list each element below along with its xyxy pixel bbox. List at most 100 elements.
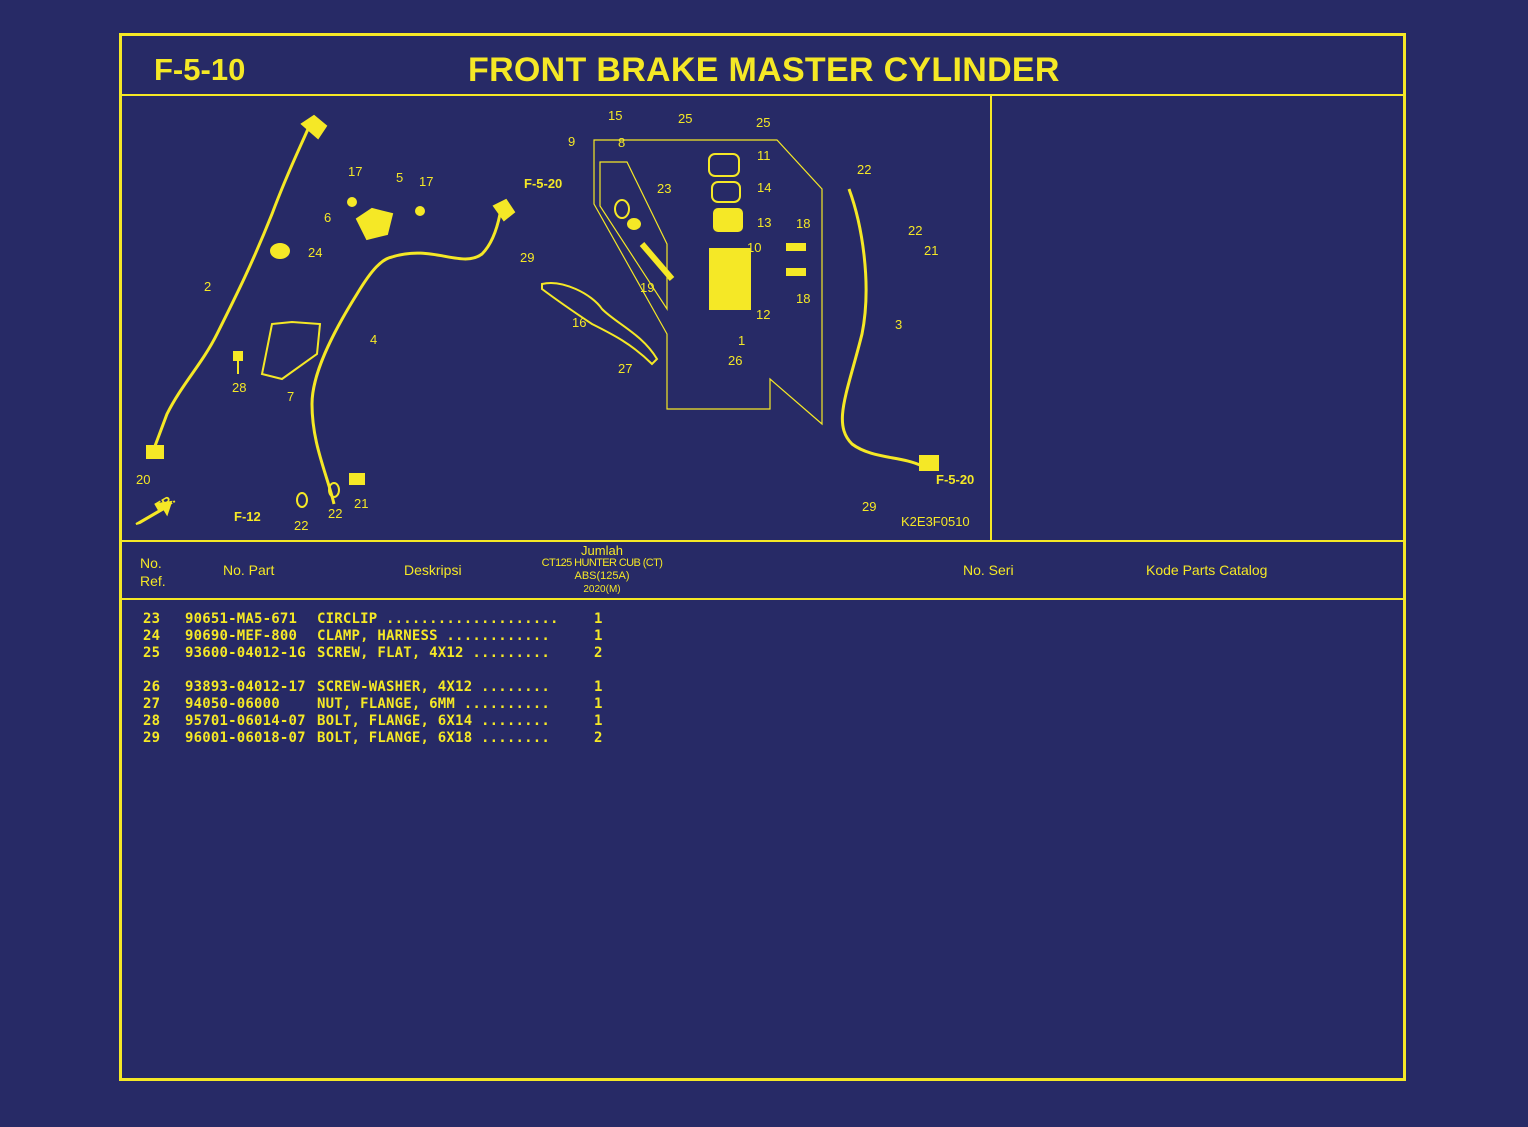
header-qty-year: 2020(M) bbox=[583, 584, 621, 595]
row-qty: 1 bbox=[594, 611, 603, 627]
row-part: 90651-MA5-671 bbox=[185, 611, 298, 627]
fasteners-21-22 bbox=[296, 473, 365, 508]
piston-set bbox=[614, 199, 675, 281]
row-ref: 28 bbox=[143, 713, 161, 729]
header-ref-line1: No. bbox=[140, 555, 162, 571]
header-ref: No. Ref. bbox=[140, 554, 166, 590]
svg-text:22: 22 bbox=[857, 162, 871, 177]
svg-text:15: 15 bbox=[608, 108, 622, 123]
row-part: 96001-06018-07 bbox=[185, 730, 306, 746]
svg-text:21: 21 bbox=[354, 496, 368, 511]
svg-text:24: 24 bbox=[308, 245, 322, 260]
cross-ref-f-5-20: F-5-20 bbox=[936, 472, 974, 487]
svg-text:F-5-20: F-5-20 bbox=[524, 176, 562, 191]
svg-text:17: 17 bbox=[419, 174, 433, 189]
row-part: 93600-04012-1G bbox=[185, 645, 306, 661]
svg-text:2: 2 bbox=[204, 279, 211, 294]
row-ref: 26 bbox=[143, 679, 161, 695]
svg-text:29: 29 bbox=[862, 499, 876, 514]
header-qty-title: Jumlah bbox=[581, 543, 623, 558]
svg-text:11: 11 bbox=[757, 148, 771, 163]
svg-text:12: 12 bbox=[756, 307, 770, 322]
assembly-outline bbox=[593, 139, 823, 426]
svg-text:28: 28 bbox=[232, 380, 246, 395]
table-header: No. Ref. No. Part Deskripsi Jumlah CT125… bbox=[122, 540, 1403, 600]
svg-text:29: 29 bbox=[520, 250, 534, 265]
svg-text:F-12: F-12 bbox=[234, 509, 261, 524]
row-desc: CIRCLIP .................... bbox=[317, 611, 559, 627]
svg-text:3: 3 bbox=[895, 317, 902, 332]
header-kode: Kode Parts Catalog bbox=[1146, 562, 1268, 578]
bracket-5 bbox=[347, 197, 425, 241]
brake-hose-2 bbox=[146, 114, 328, 459]
svg-text:13: 13 bbox=[757, 215, 771, 230]
row-desc: BOLT, FLANGE, 6X14 ........ bbox=[317, 713, 550, 729]
svg-text:21: 21 bbox=[924, 243, 938, 258]
svg-text:10: 10 bbox=[747, 240, 761, 255]
brake-hose-3 bbox=[840, 188, 923, 468]
svg-text:16: 16 bbox=[572, 315, 586, 330]
svg-text:18: 18 bbox=[796, 291, 810, 306]
callout-labels: 17 5 17 6 24 2 4 7 28 20 F-12 22 22 21 2… bbox=[136, 108, 938, 533]
row-desc: SCREW-WASHER, 4X12 ........ bbox=[317, 679, 550, 695]
row-desc: SCREW, FLAT, 4X12 ......... bbox=[317, 645, 550, 661]
svg-text:23: 23 bbox=[657, 181, 671, 196]
front-direction-arrow bbox=[135, 500, 173, 525]
svg-text:5: 5 bbox=[396, 170, 403, 185]
row-ref: 23 bbox=[143, 611, 161, 627]
svg-text:14: 14 bbox=[757, 180, 771, 195]
row-desc: CLAMP, HARNESS ............ bbox=[317, 628, 550, 644]
bolt-18 bbox=[786, 243, 806, 276]
row-part: 95701-06014-07 bbox=[185, 713, 306, 729]
row-part: 94050-06000 bbox=[185, 696, 280, 712]
header-qty-model: CT125 HUNTER CUB (CT) bbox=[541, 557, 663, 569]
row-qty: 1 bbox=[594, 713, 603, 729]
svg-text:6: 6 bbox=[324, 210, 331, 225]
svg-text:1: 1 bbox=[738, 333, 745, 348]
parts-diagram: 17 5 17 6 24 2 4 7 28 20 F-12 22 22 21 2… bbox=[122, 94, 992, 540]
svg-text:17: 17 bbox=[348, 164, 362, 179]
row-desc: BOLT, FLANGE, 6X18 ........ bbox=[317, 730, 550, 746]
header-seri: No. Seri bbox=[963, 562, 1014, 578]
svg-text:18: 18 bbox=[796, 216, 810, 231]
row-part: 90690-MEF-800 bbox=[185, 628, 298, 644]
header-qty-variant: ABS(125A) bbox=[574, 570, 630, 582]
bracket-7 bbox=[260, 320, 322, 381]
row-ref: 25 bbox=[143, 645, 161, 661]
page-title: FRONT BRAKE MASTER CYLINDER bbox=[468, 51, 1060, 89]
header-part: No. Part bbox=[223, 562, 275, 578]
header-desc: Deskripsi bbox=[404, 562, 462, 578]
header-qty: Jumlah CT125 HUNTER CUB (CT) ABS(125A) 2… bbox=[532, 544, 672, 596]
header-ref-line2: Ref. bbox=[140, 573, 166, 589]
svg-text:25: 25 bbox=[756, 115, 770, 130]
row-ref: 24 bbox=[143, 628, 161, 644]
svg-text:7: 7 bbox=[287, 389, 294, 404]
row-ref: 29 bbox=[143, 730, 161, 746]
svg-text:22: 22 bbox=[328, 506, 342, 521]
row-qty: 1 bbox=[594, 696, 603, 712]
row-qty: 1 bbox=[594, 679, 603, 695]
svg-text:9: 9 bbox=[568, 134, 575, 149]
svg-text:27: 27 bbox=[618, 361, 632, 376]
row-desc: NUT, FLANGE, 6MM .......... bbox=[317, 696, 550, 712]
brake-lever-16 bbox=[541, 282, 659, 366]
row-qty: 2 bbox=[594, 730, 603, 746]
row-qty: 1 bbox=[594, 628, 603, 644]
bolt-28 bbox=[233, 351, 243, 374]
svg-text:22: 22 bbox=[908, 223, 922, 238]
svg-text:19: 19 bbox=[640, 280, 654, 295]
svg-text:22: 22 bbox=[294, 518, 308, 533]
direction-label: FR. bbox=[152, 491, 178, 514]
diagram-ref-code: K2E3F0510 bbox=[901, 514, 970, 529]
row-part: 93893-04012-17 bbox=[185, 679, 306, 695]
svg-text:20: 20 bbox=[136, 472, 150, 487]
master-cylinder bbox=[708, 153, 751, 310]
svg-text:8: 8 bbox=[618, 135, 625, 150]
row-qty: 2 bbox=[594, 645, 603, 661]
catalog-header: F-5-10 FRONT BRAKE MASTER CYLINDER bbox=[122, 36, 1403, 96]
svg-text:4: 4 bbox=[370, 332, 377, 347]
brake-hose-4 bbox=[310, 213, 502, 505]
row-ref: 27 bbox=[143, 696, 161, 712]
svg-text:26: 26 bbox=[728, 353, 742, 368]
svg-text:25: 25 bbox=[678, 111, 692, 126]
